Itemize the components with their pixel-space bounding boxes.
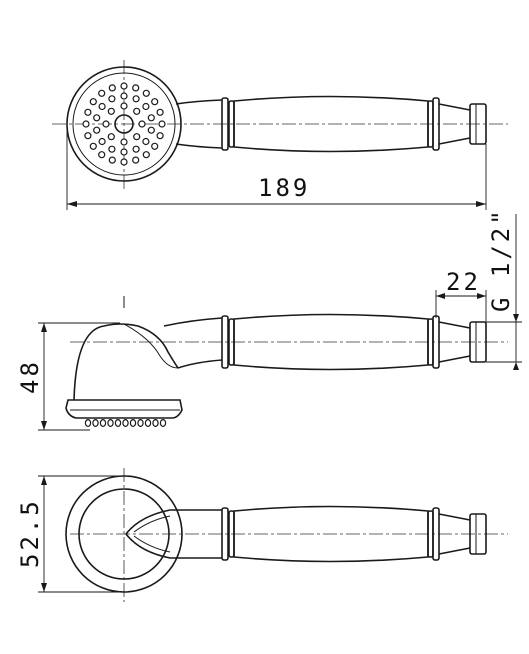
spray-hole — [107, 107, 115, 115]
side-view-nozzle — [114, 419, 122, 428]
spray-hole — [98, 137, 106, 146]
dim-22-arrow-right — [477, 293, 486, 299]
spray-hole — [120, 92, 128, 100]
back-view-end-ring-2 — [432, 507, 440, 561]
dim-189-arrow-right — [476, 201, 486, 207]
side-view-nozzle — [144, 419, 152, 428]
back-view-inner-ring — [78, 488, 170, 580]
spray-hole — [98, 151, 106, 159]
side-view-taper — [438, 321, 471, 363]
side-view-spray-nozzles — [84, 419, 167, 428]
side-view-nozzle — [152, 419, 159, 428]
spray-hole — [84, 132, 92, 140]
spray-hole — [156, 132, 164, 140]
dim-overall-length-label: 189 — [258, 174, 310, 202]
spray-hole — [93, 114, 101, 122]
spray-hole — [142, 102, 150, 111]
spray-hole — [84, 108, 92, 116]
front-view: 189 — [52, 60, 508, 210]
spray-hole — [98, 102, 106, 111]
spray-hole — [82, 120, 90, 128]
side-view-head-dome — [73, 323, 179, 401]
spray-hole — [132, 156, 140, 164]
side-view-nozzle — [137, 419, 144, 428]
spray-hole — [108, 156, 116, 164]
spray-hole — [142, 151, 150, 159]
dim-52-5-arrow-top — [41, 476, 47, 485]
back-view: 52.5 — [16, 468, 508, 602]
side-view-neck — [163, 317, 223, 369]
dim-thread-arrow-bottom — [513, 362, 519, 370]
side-view-nozzle — [107, 419, 114, 428]
spray-hole — [108, 95, 116, 103]
spray-hole — [98, 89, 106, 97]
front-view-neck — [175, 99, 223, 149]
spray-hole — [138, 120, 146, 128]
center-nozzle-ring — [114, 114, 134, 134]
spray-hole — [89, 98, 97, 106]
spray-hole — [142, 89, 150, 97]
spray-hole — [120, 158, 128, 166]
spray-hole — [120, 138, 128, 146]
side-view-hex-connector — [469, 321, 487, 363]
dim-52-5-arrow-bottom — [41, 583, 47, 592]
spray-hole — [133, 133, 141, 141]
front-view-end-ring-2 — [432, 97, 440, 151]
spray-hole — [147, 126, 155, 134]
back-view-taper — [438, 513, 471, 555]
spray-hole — [156, 108, 164, 116]
side-view-nozzle — [99, 419, 107, 428]
dim-thread-arrow-top — [513, 314, 519, 322]
spray-hole — [147, 114, 155, 122]
side-view-nozzle — [159, 419, 167, 428]
spray-hole — [120, 82, 128, 90]
side-view-nozzle — [92, 419, 99, 428]
spray-hole — [107, 133, 115, 141]
dim-48-arrow-bottom — [41, 421, 47, 430]
side-view-nozzle — [129, 419, 137, 428]
spray-hole — [108, 145, 116, 153]
side-view-collar-ring-1 — [221, 315, 229, 369]
front-view-collar-ring-1 — [221, 97, 229, 151]
spray-hole — [132, 145, 140, 153]
spray-hole — [120, 148, 128, 156]
shower-head-inner-rim — [72, 72, 176, 176]
spray-hole — [102, 120, 110, 128]
spray-hole — [89, 142, 97, 150]
back-view-pointed-neck — [125, 509, 222, 559]
front-view-hex-connector — [469, 103, 487, 145]
side-view-nozzle — [122, 419, 129, 428]
dim-22-arrow-left — [436, 293, 445, 299]
dim-48-arrow-top — [41, 323, 47, 332]
dim-head-diameter-label: 52.5 — [16, 498, 44, 568]
dim-thread-label: G 1/2" — [487, 207, 515, 312]
spray-hole — [151, 142, 159, 150]
spray-hole — [108, 84, 116, 92]
spray-hole — [93, 126, 101, 134]
spray-hole — [158, 120, 166, 128]
back-view-hex-connector — [469, 513, 487, 555]
spray-hole — [132, 95, 140, 103]
spray-hole — [132, 84, 140, 92]
dim-189-arrow-left — [67, 201, 77, 207]
back-view-collar-ring-1 — [221, 507, 229, 561]
back-view-neck-ridge — [133, 515, 171, 553]
side-view-head-fin — [123, 323, 179, 369]
spray-nozzle-grid — [82, 82, 166, 166]
spray-hole — [120, 102, 128, 110]
dim-connector-length-label: 22 — [446, 268, 481, 296]
dim-head-height-label: 48 — [16, 359, 44, 394]
side-view-nozzle — [84, 419, 92, 428]
spray-hole — [133, 107, 141, 115]
spray-hole — [151, 98, 159, 106]
side-view: 22 G 1/2" 48 — [16, 207, 522, 431]
spray-hole — [142, 137, 150, 146]
front-view-taper — [438, 103, 471, 145]
side-view-head-flange — [65, 399, 183, 419]
